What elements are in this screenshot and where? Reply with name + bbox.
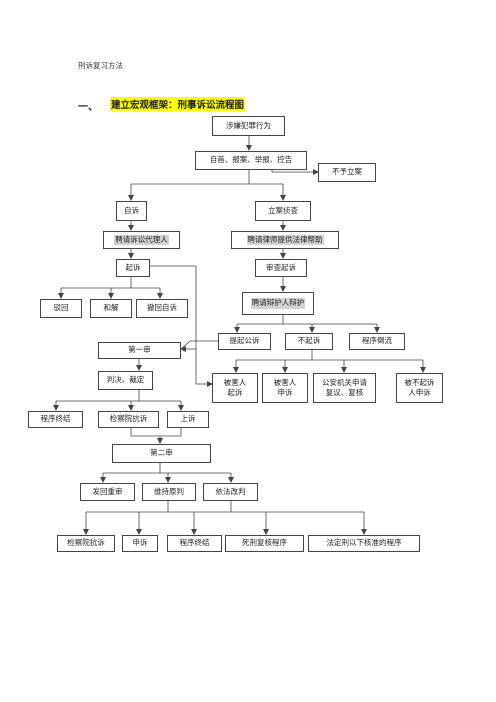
section-title: 建立宏观框架：刑事诉讼流程图 [110,97,246,111]
node-death-review: 死刑复核程序 [225,535,304,552]
node-review-prosecution: 审查起诉 [255,259,307,277]
node-hire-defender: 聘请辩护人辩护 [242,292,314,315]
node-police-review: 公安机关申请复议、复核 [313,373,376,403]
node-procedure-end-2: 程序终结 [167,535,222,552]
node-non-prosecution: 不起诉 [285,333,333,350]
node-suspected-crime: 涉嫌犯罪行为 [212,116,285,136]
node-hire-lawyer-help: 聘请律师提供法律帮助 [231,231,339,249]
node-below-statutory: 法定刑以下核准的程序 [308,535,420,552]
node-public-prosecution: 提起公诉 [218,333,271,350]
node-procuratorate-protest-2: 检察院抗诉 [57,535,115,552]
node-procedure-reversal: 程序倒流 [349,333,405,350]
node-first-instance: 第一审 [98,342,181,359]
node-filing-investigation: 立案侦查 [255,201,311,221]
node-dismissal: 驳回 [40,299,82,318]
node-procuratorate-protest-1: 检察院抗诉 [98,411,159,428]
node-remand-retrial: 发回重审 [80,483,135,501]
node-judgment: 判决、裁定 [98,371,153,390]
node-file-suit: 起诉 [116,259,150,277]
node-nonpros-appeal: 被不起诉人申诉 [396,373,443,403]
node-petition: 申诉 [122,535,158,552]
node-hire-agent: 聘请诉讼代理人 [103,231,180,249]
node-procedure-end-1: 程序终结 [28,411,83,428]
node-victim-prosecute: 被害人起诉 [212,373,258,403]
node-uphold: 维持原判 [142,483,196,501]
node-report: 自首、报案、举报、控告 [195,151,307,170]
doc-title: 刑诉复习方法 [78,61,123,70]
node-victim-appeal: 被害人申诉 [262,373,308,403]
section-number: 一、 [78,102,98,113]
edge-public-first [180,340,191,350]
node-revise: 依法改判 [203,483,258,501]
node-no-filing: 不予立案 [318,163,376,182]
node-private-prosecution: 自诉 [116,201,147,221]
node-second-instance: 第二审 [112,444,211,463]
node-withdraw: 撤回自诉 [136,299,188,318]
node-appeal: 上诉 [167,411,209,428]
node-settlement: 和解 [90,299,132,318]
